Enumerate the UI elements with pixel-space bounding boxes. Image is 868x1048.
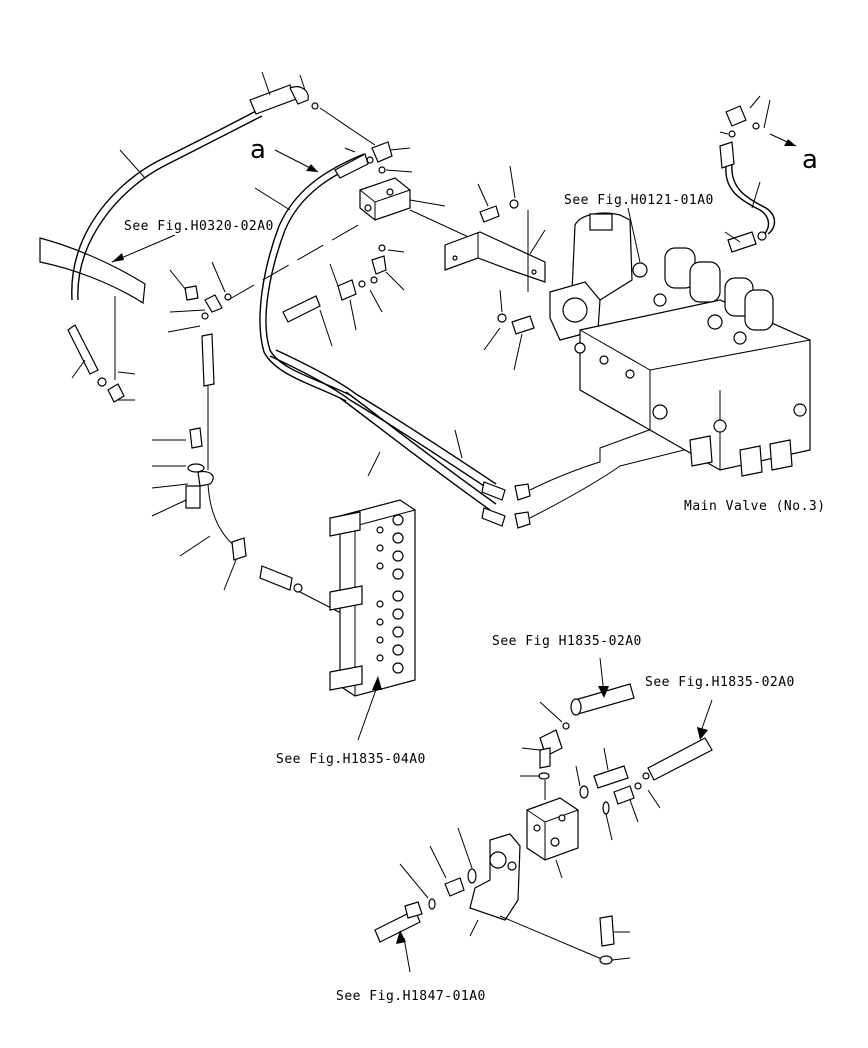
tank-return-pipe — [39, 237, 146, 370]
bolts-center — [479, 199, 535, 335]
bolts-lower — [579, 765, 642, 815]
valve-block-lower — [526, 797, 579, 861]
main-valve-label: Main Valve (No.3) — [684, 499, 826, 514]
manifold-block — [329, 499, 416, 697]
pilot-hose-top-right — [719, 105, 776, 253]
mounting-bracket-center — [444, 231, 546, 283]
manifold-ports — [376, 514, 404, 674]
ref-label-h1835-b: See Fig.H1835-02A0 — [645, 675, 795, 690]
clamp-chain-left — [185, 386, 303, 593]
fitting-group-center — [184, 285, 232, 387]
fittings-lower-left — [374, 868, 477, 943]
hose-h1835-b — [642, 737, 713, 781]
ref-label-h0320: See Fig.H0320-02A0 — [124, 219, 274, 234]
relief-block — [359, 177, 411, 221]
elbow-fitting-lower — [538, 729, 563, 780]
bolt-bottom-right — [599, 915, 615, 965]
hose-middle — [282, 276, 378, 323]
hose-h1835-a — [562, 683, 635, 730]
ref-label-h0121: See Fig.H0121-01A0 — [564, 193, 714, 208]
main-valve-lines — [269, 349, 701, 529]
lower-left-hose-fittings — [67, 324, 125, 403]
elbow-fitting-top — [366, 141, 393, 174]
connection-label-a-left: a — [250, 135, 266, 165]
ref-label-h1847: See Fig.H1847-01A0 — [336, 989, 486, 1004]
connection-label-a-right: a — [802, 145, 818, 175]
bracket-lower — [469, 833, 521, 921]
pilot-hose-a — [259, 153, 369, 402]
plug-fitting — [371, 244, 387, 275]
main-valve-assembly — [549, 212, 811, 477]
ref-label-h1835-a: See Fig H1835-02A0 — [492, 634, 642, 649]
long-hose-top-left — [71, 84, 376, 301]
ref-label-h1835-04: See Fig.H1835-04A0 — [276, 752, 426, 767]
